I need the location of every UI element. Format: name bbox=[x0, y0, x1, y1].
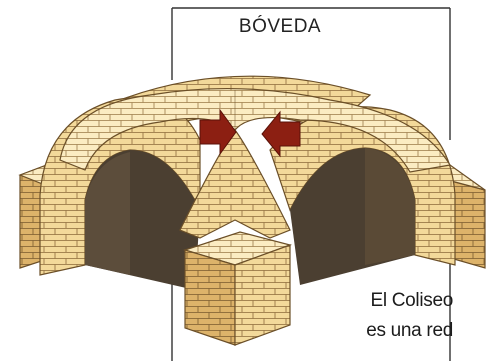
caption-line-1: El Coliseo bbox=[370, 290, 453, 311]
force-arrow-right bbox=[261, 110, 301, 158]
caption-line-2: es una red bbox=[366, 320, 453, 341]
figure-title: BÓVEDA bbox=[238, 16, 322, 37]
force-arrow-left bbox=[199, 108, 237, 156]
left-arch bbox=[39, 97, 201, 290]
center-pier bbox=[179, 128, 293, 346]
